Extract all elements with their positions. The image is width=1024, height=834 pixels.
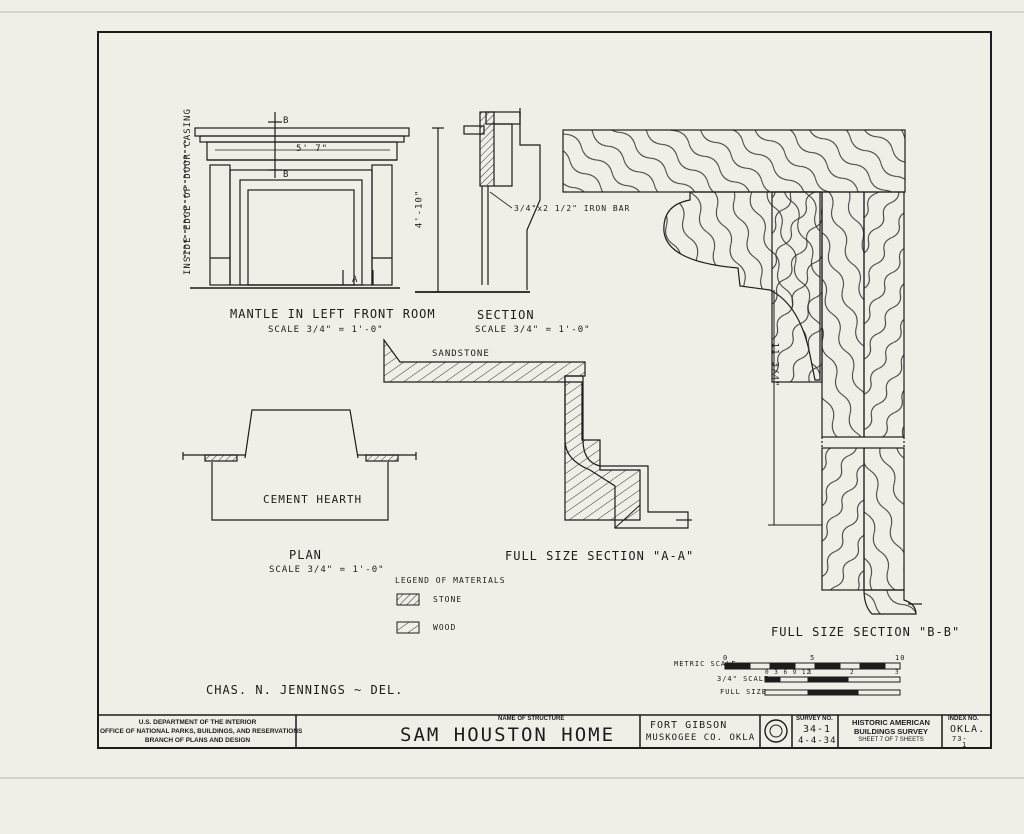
plan-drawing — [182, 409, 417, 521]
plan-scale: SCALE 3/4" = 1'-0" — [269, 565, 385, 575]
habs-line-2: BUILDINGS SURVEY — [853, 727, 929, 736]
legend-wood-label: WOOD — [433, 623, 457, 632]
legend-stone-label: STONE — [433, 595, 463, 604]
mantle-width-dim: 5' 7" — [296, 144, 329, 154]
structure-name-label: NAME OF STRUCTURE — [498, 716, 565, 722]
scale-bars — [724, 662, 901, 696]
agency-line-3: BRANCH OF PLANS AND DESIGN — [144, 737, 251, 744]
legend-title: LEGEND OF MATERIALS — [395, 576, 506, 585]
mantle-dim-top: B — [283, 116, 290, 126]
agency-line-2: OFFICE OF NATIONAL PARKS, BUILDINGS, AND… — [100, 728, 303, 735]
section-drawing — [415, 108, 541, 293]
title-block-lines — [97, 714, 992, 749]
mantle-dim-bottom: B — [283, 170, 290, 180]
habs-block: HISTORIC AMERICAN BUILDINGS SURVEY SHEET… — [840, 718, 942, 745]
agency-block: U.S. DEPARTMENT OF THE INTERIOR OFFICE O… — [100, 718, 303, 745]
index-line-3: 1 — [962, 741, 968, 749]
full-size-label: FULL SIZE — [720, 688, 767, 696]
index-line-2: 73- — [952, 735, 968, 743]
section-aa-material: SANDSTONE — [432, 349, 490, 359]
habs-line-1: HISTORIC AMERICAN — [852, 718, 930, 727]
structure-name: SAM HOUSTON HOME — [400, 724, 616, 746]
section-title: SECTION — [477, 308, 535, 322]
sheet-number: SHEET 7 OF 7 SHEETS — [858, 737, 924, 743]
section-bb-drawing — [562, 129, 922, 615]
metric-0: 0 — [723, 654, 729, 662]
mantle-elevation — [184, 112, 410, 289]
index-number-label: INDEX NO. — [948, 716, 979, 722]
plan-hearth-label: CEMENT HEARTH — [263, 493, 363, 506]
legend-wood-swatch — [396, 621, 420, 634]
section-height-dim: 4'-10" — [414, 189, 425, 229]
mantle-scale: SCALE 3/4" = 1'-0" — [268, 325, 384, 335]
metric-10: 10 — [895, 654, 906, 662]
plan-title: PLAN — [289, 548, 322, 562]
delineator-signature: CHAS. N. JENNINGS ~ DEL. — [206, 683, 404, 697]
section-aa-title: FULL SIZE SECTION "A-A" — [505, 549, 695, 563]
section-bb-title: FULL SIZE SECTION "B-B" — [771, 625, 961, 639]
metric-5: 5 — [810, 654, 816, 662]
agency-line-1: U.S. DEPARTMENT OF THE INTERIOR — [138, 719, 257, 726]
location-line-2: MUSKOGEE CO. OKLA — [646, 733, 756, 743]
metric-scale-label: METRIC SCALE — [674, 660, 737, 668]
survey-number-label: SURVEY NO. — [796, 716, 833, 722]
survey-date: 4-4-34 — [798, 736, 837, 746]
index-line-1: OKLA. — [950, 724, 986, 735]
survey-number: 34-1 — [803, 724, 832, 735]
section-iron-bar-note: 3/4"x2 1/2" IRON BAR — [514, 204, 631, 213]
imperial-2: 2 — [850, 669, 855, 676]
imperial-scale-ticks: 0 3 6 9 12 — [765, 669, 812, 676]
mantle-side-note: INSIDE EDGE OF DOOR CASING — [183, 108, 193, 275]
section-aa-drawing — [383, 338, 692, 529]
habs-seal-icon — [764, 719, 788, 743]
imperial-scale-label: 3/4" SCALE — [717, 675, 770, 683]
section-scale: SCALE 3/4" = 1'-0" — [475, 325, 591, 335]
imperial-3: 3 — [895, 669, 900, 676]
location-line-1: FORT GIBSON — [650, 720, 728, 731]
mantle-title: MANTLE IN LEFT FRONT ROOM — [230, 307, 436, 321]
mantle-dim-a: A — [352, 275, 359, 285]
legend-stone-swatch — [396, 593, 420, 606]
imperial-1: 1 — [808, 669, 813, 676]
section-bb-dim: 11 3/4" — [769, 342, 780, 388]
